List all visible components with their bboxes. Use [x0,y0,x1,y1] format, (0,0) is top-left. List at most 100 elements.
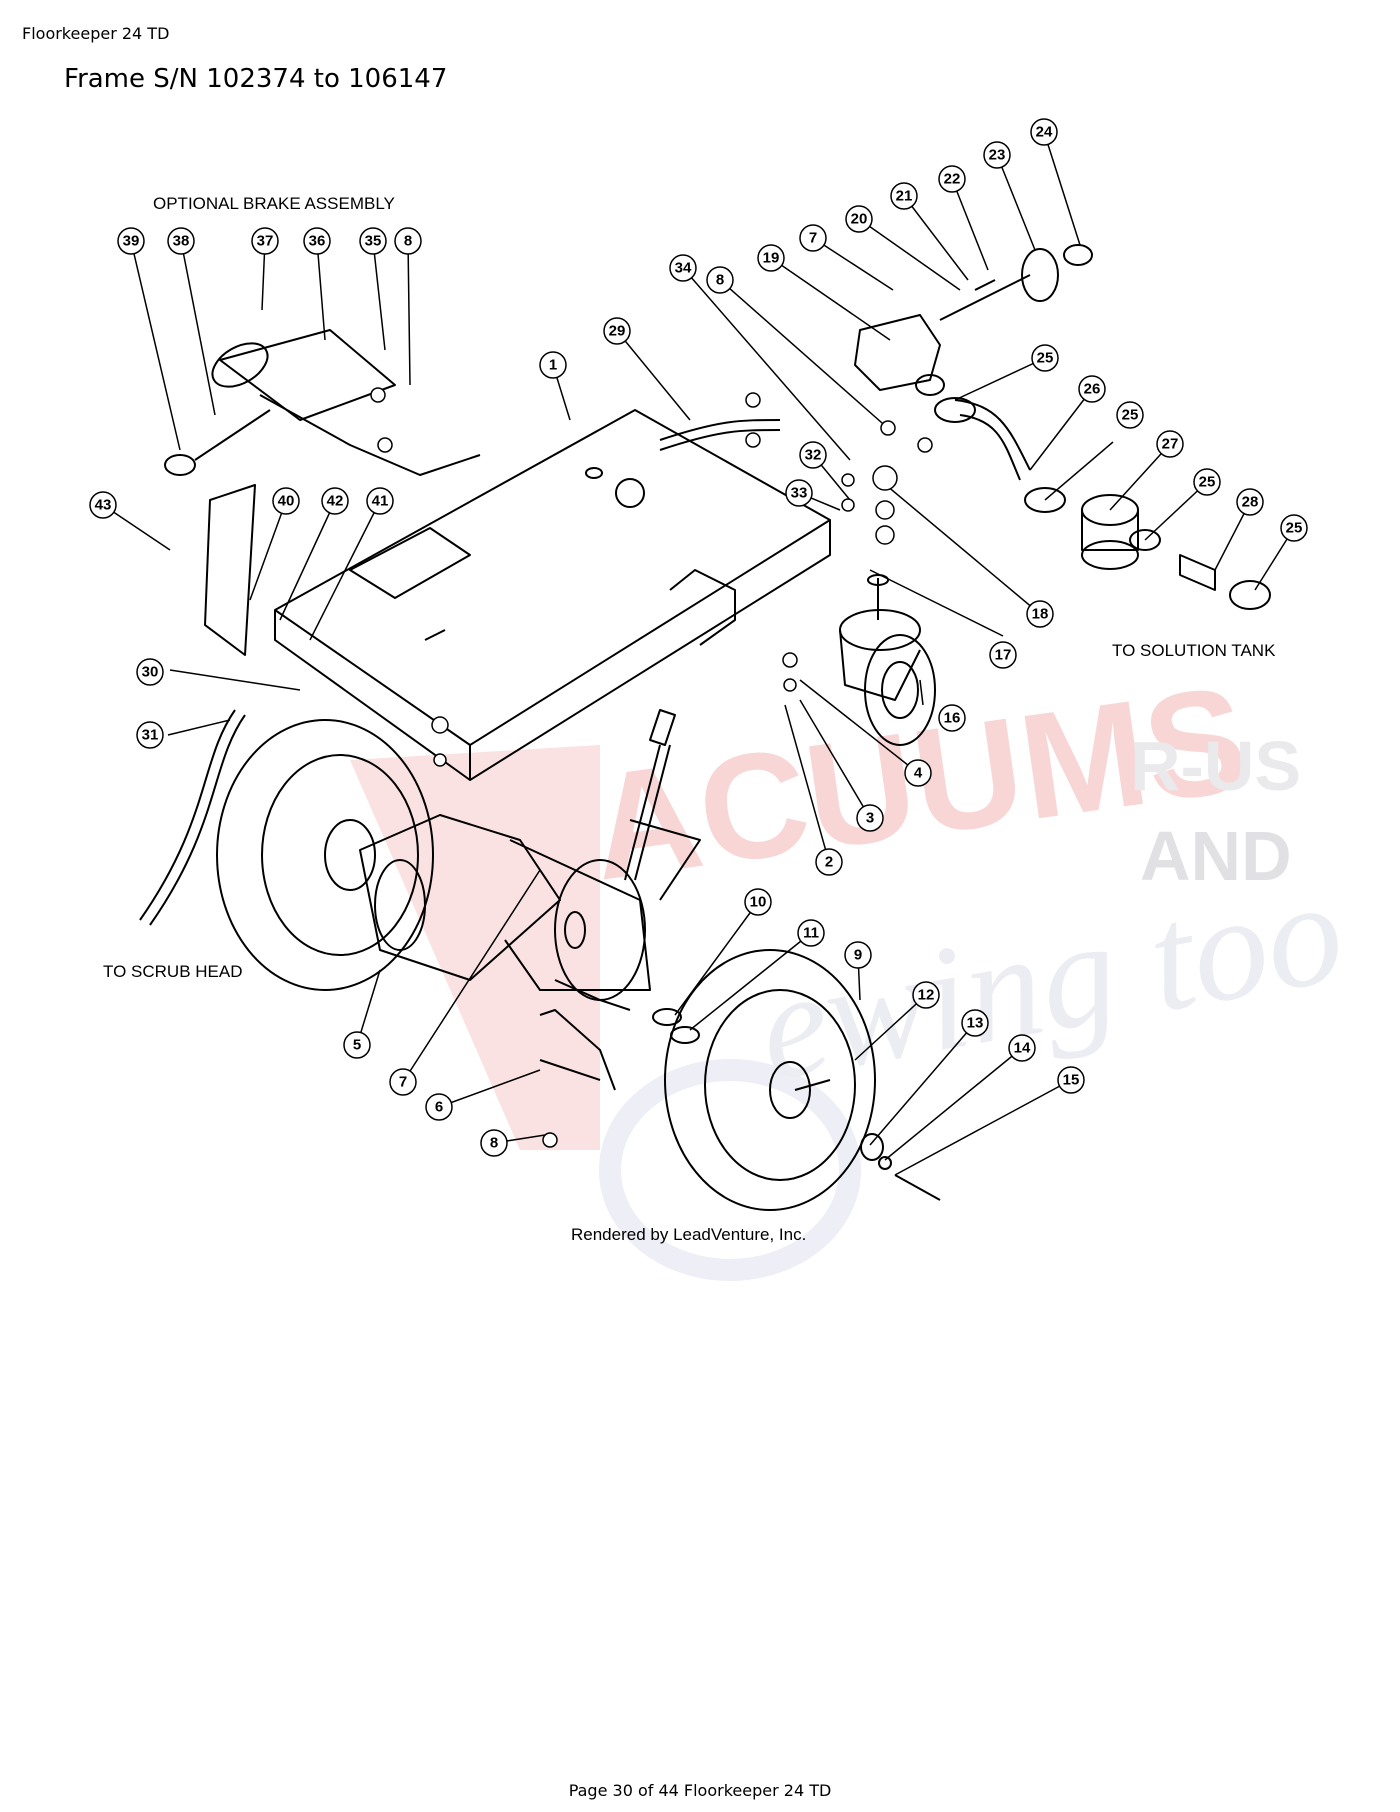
callout: 38 [167,227,195,255]
label-rendered-by: Rendered by LeadVenture, Inc. [571,1225,806,1244]
svg-text:41: 41 [372,493,389,510]
svg-text:8: 8 [404,233,412,250]
callout: 17 [989,641,1017,669]
svg-text:9: 9 [854,947,862,964]
svg-text:38: 38 [173,233,190,250]
callout: 2 [815,848,843,876]
callout: 3 [856,804,884,832]
caster-wheel [839,574,936,746]
callout: 4 [904,759,932,787]
callout: 8 [394,227,422,255]
callout: 11 [797,919,825,947]
callout: 13 [961,1009,989,1037]
svg-text:8: 8 [490,1135,498,1152]
drive-motor [359,814,701,1011]
svg-text:32: 32 [805,447,822,464]
svg-text:23: 23 [989,147,1006,164]
callout: 25 [1031,344,1059,372]
label-to-solution-tank: TO SOLUTION TANK [1112,641,1276,660]
svg-text:21: 21 [896,188,913,205]
svg-text:22: 22 [944,171,961,188]
label-to-scrub-head: TO SCRUB HEAD [103,962,243,981]
callout: 29 [603,317,631,345]
svg-text:25: 25 [1199,474,1216,491]
svg-text:11: 11 [803,925,819,942]
callout: 26 [1078,375,1106,403]
brake-assembly [219,329,396,421]
frame-plate [274,409,831,746]
page-title: Frame S/N 102374 to 106147 [64,64,448,94]
svg-text:18: 18 [1032,606,1049,623]
callout: 36 [303,227,331,255]
callout: 25 [1116,401,1144,429]
svg-text:29: 29 [609,323,626,340]
callout: 5 [343,1031,371,1059]
svg-text:7: 7 [399,1074,407,1091]
svg-text:43: 43 [95,497,112,514]
callout: 40 [272,487,300,515]
svg-text:25: 25 [1286,520,1303,537]
callout: 15 [1057,1066,1085,1094]
svg-text:17: 17 [995,647,1012,664]
callout: 30 [136,658,164,686]
svg-text:26: 26 [1084,381,1101,398]
svg-text:14: 14 [1014,1040,1031,1057]
callout: 23 [983,141,1011,169]
callout: 28 [1236,488,1264,516]
callout: 27 [1156,430,1184,458]
svg-text:15: 15 [1063,1072,1080,1089]
svg-text:3: 3 [866,810,874,827]
svg-text:7: 7 [809,230,817,247]
svg-text:28: 28 [1242,494,1259,511]
left-wheel [216,719,434,991]
callout: 34 [669,254,697,282]
svg-text:25: 25 [1122,407,1139,424]
callouts: 1 2 3 4 5 6 7 7 8 8 8 9 10 11 12 13 14 1… [89,118,1308,1157]
svg-text:30: 30 [142,664,159,681]
callout: 14 [1008,1034,1036,1062]
hose-31 [139,709,236,921]
callout: 21 [890,182,918,210]
svg-text:33: 33 [791,485,808,502]
callout: 32 [799,441,827,469]
callout: 6 [425,1093,453,1121]
callout: 39 [117,227,145,255]
svg-text:5: 5 [353,1037,361,1054]
svg-text:16: 16 [944,710,961,727]
right-wheel [664,949,876,1211]
svg-text:35: 35 [365,233,382,250]
svg-text:25: 25 [1037,350,1054,367]
callout: 25 [1280,514,1308,542]
svg-text:8: 8 [716,272,724,289]
callout: 20 [845,205,873,233]
callout: 25 [1193,468,1221,496]
svg-text:20: 20 [851,211,868,228]
svg-text:6: 6 [435,1099,443,1116]
callout: 12 [912,981,940,1009]
callout: 18 [1026,600,1054,628]
svg-text:12: 12 [918,987,935,1004]
svg-text:39: 39 [123,233,140,250]
svg-text:10: 10 [750,894,767,911]
watermark-line3: AND [1140,817,1292,895]
document-header: Floorkeeper 24 TD [22,24,170,43]
svg-text:24: 24 [1036,124,1053,141]
callout: 42 [321,487,349,515]
svg-text:40: 40 [278,493,295,510]
callout: 16 [938,704,966,732]
svg-text:37: 37 [257,233,274,250]
svg-text:27: 27 [1162,436,1179,453]
callout: 43 [89,491,117,519]
page-footer: Page 30 of 44 Floorkeeper 24 TD [568,1781,832,1800]
callout: 10 [744,888,772,916]
svg-text:31: 31 [142,727,159,744]
callout: 8 [706,266,734,294]
svg-text:2: 2 [825,854,833,871]
svg-text:19: 19 [763,250,780,267]
callout: 7 [799,224,827,252]
callout: 35 [359,227,387,255]
callout: 31 [136,721,164,749]
callout: 22 [938,165,966,193]
svg-text:13: 13 [967,1015,984,1032]
